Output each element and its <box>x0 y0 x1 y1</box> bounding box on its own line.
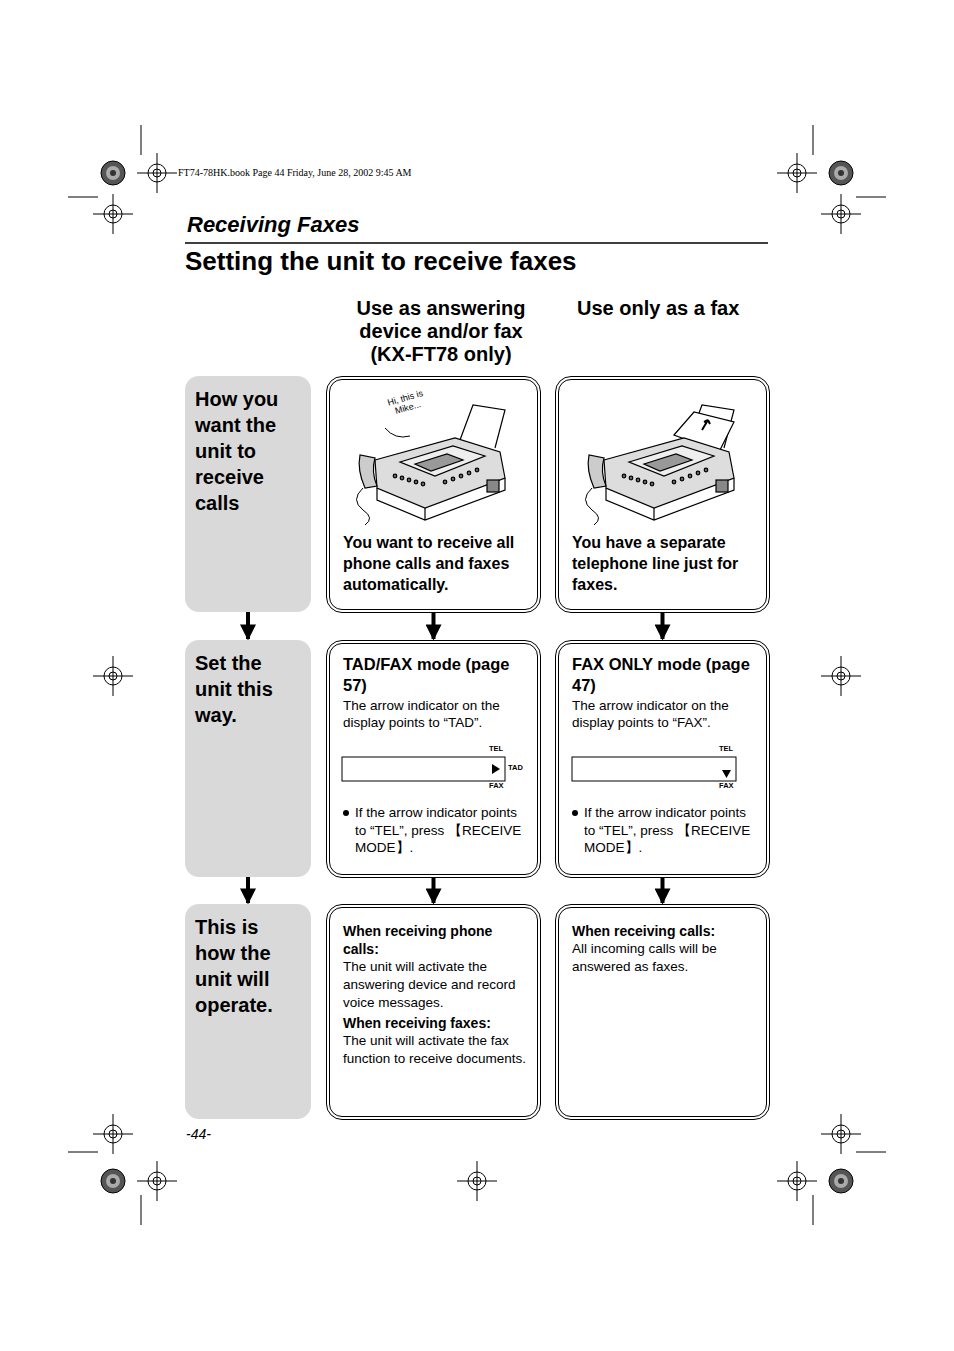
display-label: TEL <box>719 745 733 754</box>
display-label: FAX <box>489 782 504 791</box>
flow-arrow <box>432 613 436 639</box>
box-heading: TAD/FAX mode (page 57) <box>343 654 527 697</box>
row-heading-panel: How you want the unit to receive calls <box>185 376 311 612</box>
box-text: If the arrow indicator points to “TEL”, … <box>343 804 527 857</box>
mode-box: You want to receive all phone calls and … <box>326 376 541 613</box>
mode-box: TAD/FAX mode (page 57)The arrow indicato… <box>326 640 541 878</box>
column-heading: Use as answering device and/or fax (KX-F… <box>340 297 542 366</box>
box-heading: When receiving calls: <box>572 922 756 940</box>
page-title: Setting the unit to receive faxes <box>185 246 577 277</box>
flow-arrow <box>246 612 250 639</box>
box-text: The arrow indicator on the display point… <box>343 697 527 732</box>
speech-text: Hi, this is Mike... <box>380 387 434 420</box>
box-text: If the arrow indicator points to “TEL”, … <box>572 804 756 857</box>
column-heading: Use only as a fax <box>577 297 739 320</box>
mode-box: You have a separate telephone line just … <box>555 376 770 613</box>
flow-arrow <box>432 878 436 903</box>
box-text: The unit will activate the answering dev… <box>343 958 527 1012</box>
display-label: TEL <box>489 745 503 754</box>
box-heading: How you want the unit to receive calls <box>195 386 303 516</box>
box-text: The unit will activate the fax function … <box>343 1032 527 1068</box>
box-text: The arrow indicator on the display point… <box>572 697 756 732</box>
section-rule <box>185 242 768 244</box>
mode-box: FAX ONLY mode (page 47)The arrow indicat… <box>555 640 770 878</box>
section-heading: Receiving Faxes <box>187 212 359 237</box>
flow-arrow <box>661 613 665 639</box>
box-text: All incoming calls will be answered as f… <box>572 940 756 976</box>
page-number: -44- <box>186 1126 211 1142</box>
box-text: When receiving faxes: <box>343 1014 527 1032</box>
flow-arrow <box>661 878 665 903</box>
row-heading-panel: This is how the unit will operate. <box>185 904 311 1119</box>
file-header: FT74-78HK.book Page 44 Friday, June 28, … <box>178 167 412 179</box>
box-heading: Set the unit this way. <box>195 650 303 728</box>
mode-box: When receiving phone calls:The unit will… <box>326 904 541 1120</box>
display-label: FAX <box>719 782 734 791</box>
box-heading: When receiving phone calls: <box>343 922 527 958</box>
row-heading-panel: Set the unit this way. <box>185 640 311 877</box>
box-heading: You want to receive all phone calls and … <box>343 532 527 595</box>
flow-arrow <box>246 877 250 903</box>
registration-marks <box>68 125 886 1225</box>
box-heading: You have a separate telephone line just … <box>572 532 756 595</box>
fax-illustrations <box>357 405 735 525</box>
mode-box: When receiving calls:All incoming calls … <box>555 904 770 1120</box>
display-label: TAD <box>508 764 523 773</box>
box-heading: FAX ONLY mode (page 47) <box>572 654 756 697</box>
box-heading: This is how the unit will operate. <box>195 914 303 1018</box>
